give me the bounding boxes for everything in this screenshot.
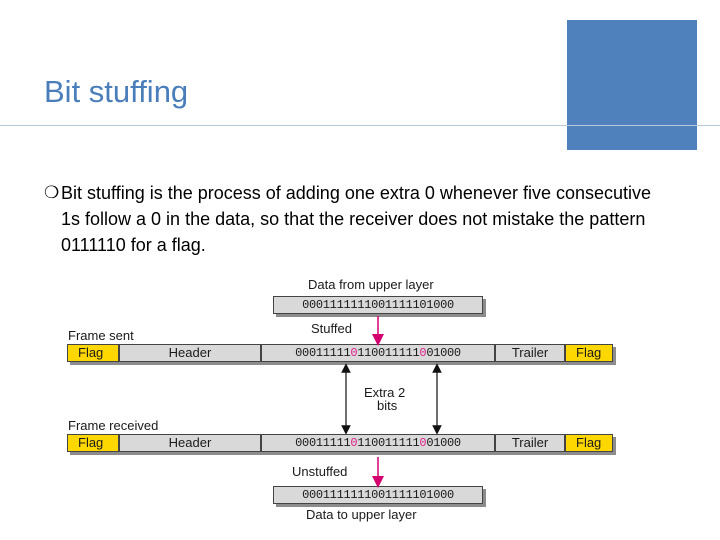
stuffed-bit: 0 [350, 436, 358, 450]
bits-segment: 110011111 [357, 436, 420, 450]
top-data-bits: 0001111111001111101000 [273, 296, 483, 314]
extra-bits-label-line2: bits [377, 398, 398, 413]
bits-segment: 110011111 [357, 346, 420, 360]
bullet-text: Bit stuffing is the process of adding on… [61, 183, 652, 255]
sent-header: Header [119, 344, 261, 362]
bullet-circle-icon: ❍ [44, 183, 60, 202]
extra-bits-label-line1: Extra 2 [364, 385, 406, 400]
sent-trailer: Trailer [495, 344, 565, 362]
frame-received-label: Frame received [68, 418, 159, 433]
slide-title: Bit stuffing [44, 74, 189, 109]
stuffed-bit: 0 [419, 436, 427, 450]
frame-sent-label: Frame sent [68, 328, 134, 343]
data-from-upper-layer-label: Data from upper layer [308, 277, 434, 292]
bits-segment: 01000 [426, 346, 461, 360]
stuffed-bit: 0 [350, 346, 358, 360]
title-divider [0, 125, 720, 126]
received-frame-bits: 000111110110011111001000 [261, 434, 495, 452]
stuffed-label: Stuffed [311, 321, 352, 336]
received-header: Header [119, 434, 261, 452]
stuffed-bit: 0 [419, 346, 427, 360]
bottom-data-bits: 0001111111001111101000 [273, 486, 483, 504]
sent-flag-right: Flag [565, 344, 613, 362]
bullet-item: ❍ Bit stuffing is the process of adding … [44, 180, 664, 258]
received-trailer: Trailer [495, 434, 565, 452]
sent-frame-bits: 000111110110011111001000 [261, 344, 495, 362]
received-flag-left: Flag [67, 434, 119, 452]
data-to-upper-layer-label: Data to upper layer [306, 507, 417, 522]
bits-segment: 01000 [426, 436, 461, 450]
accent-block [567, 20, 697, 150]
unstuffed-label: Unstuffed [292, 464, 348, 479]
bits-segment: 00011111 [295, 436, 351, 450]
bits-segment: 00011111 [295, 346, 351, 360]
received-flag-right: Flag [565, 434, 613, 452]
sent-flag-left: Flag [67, 344, 119, 362]
